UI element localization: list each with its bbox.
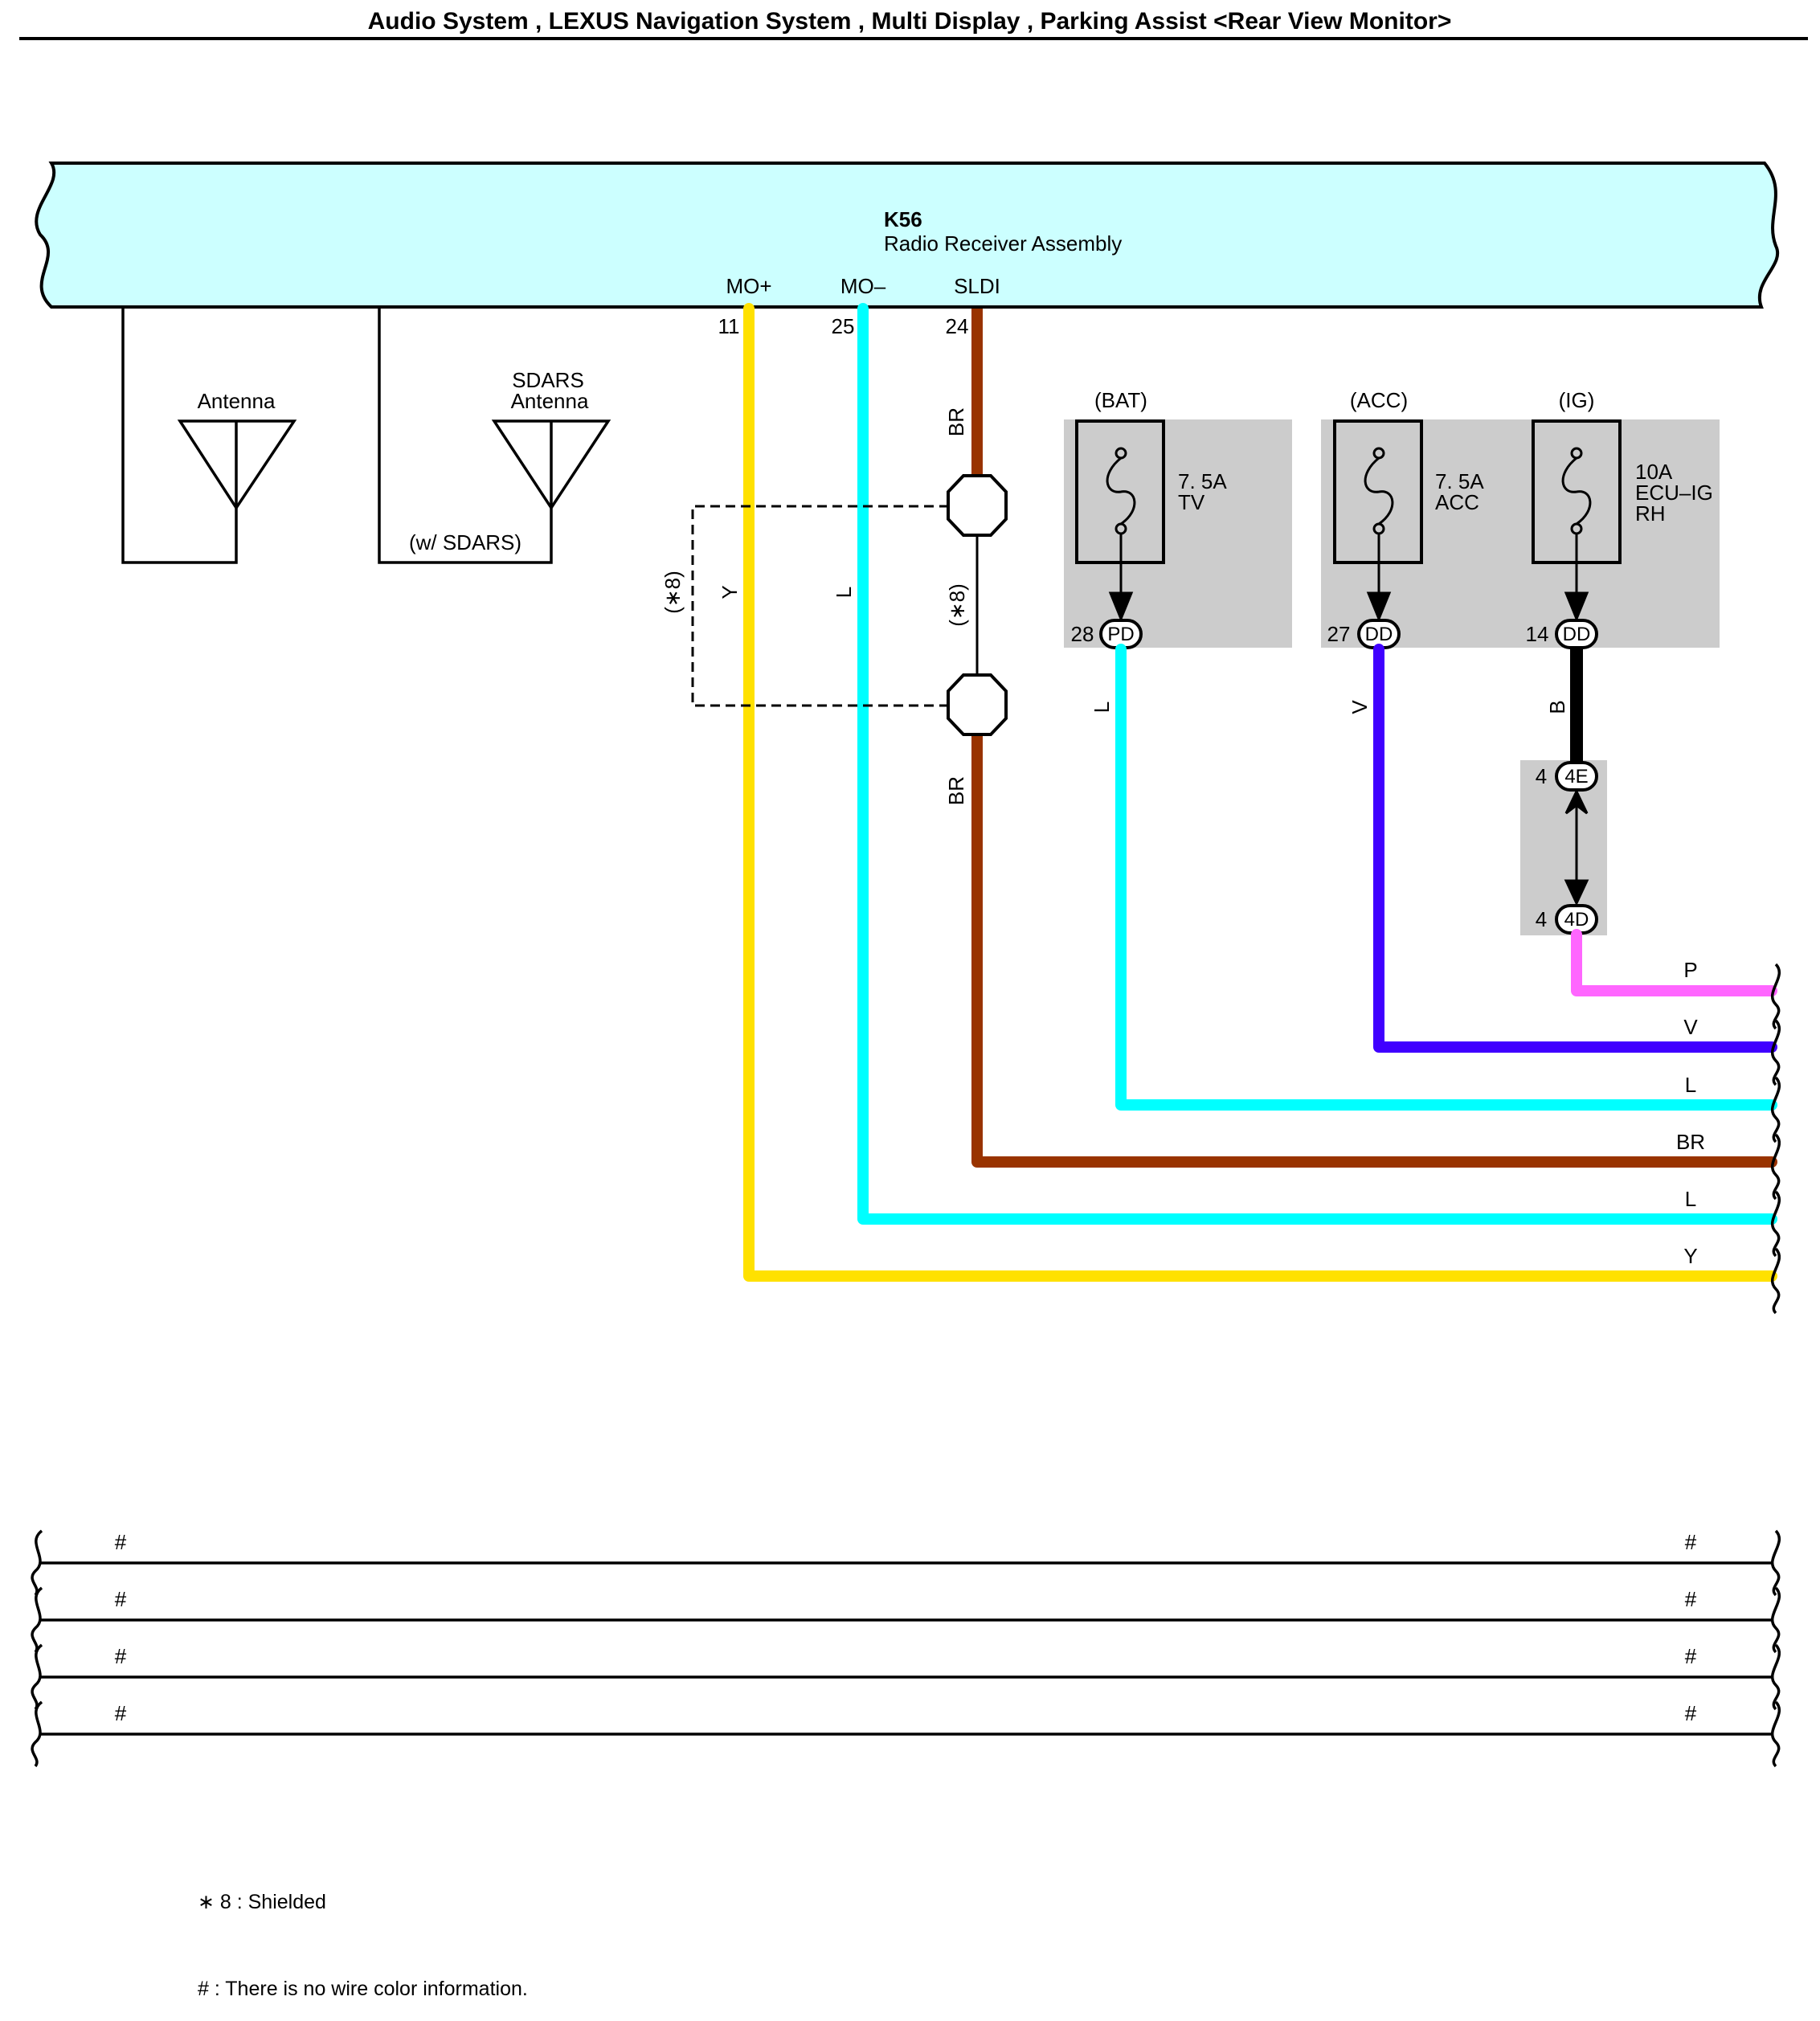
fuse-acc-name: ACC <box>1435 490 1479 514</box>
bottom-mark-r3: # <box>1685 1644 1697 1668</box>
bottom-lines <box>31 1529 1781 1768</box>
fuse-ig-element <box>1561 447 1592 535</box>
bottom-mark-l1: # <box>115 1530 127 1554</box>
connector-4e-label: 4E <box>1564 766 1588 788</box>
wire-label-tv: L <box>1090 702 1114 713</box>
connector-dd-acc-label: DD <box>1365 624 1393 645</box>
bottom-mark-r2: # <box>1685 1587 1697 1611</box>
note-shielded: ∗ 8 : Shielded <box>198 1891 326 1913</box>
junction-link <box>1564 788 1589 906</box>
fuse-box-acc-ig <box>1321 419 1720 648</box>
connector-dd-ig-label: DD <box>1563 624 1591 645</box>
bottom-mark-l3: # <box>115 1644 127 1668</box>
terminal-mo-plus: MO+ <box>726 274 771 298</box>
shield-joint-bottom <box>947 673 1008 736</box>
page-title: Audio System , LEXUS Navigation System ,… <box>368 8 1452 35</box>
shield-joint-top <box>947 474 1008 537</box>
pin-24: 24 <box>946 314 969 338</box>
sdars-label-1: SDARS <box>512 368 584 392</box>
wire-label-mo-plus: Y <box>718 585 742 599</box>
fuse-tv-name: TV <box>1178 490 1205 514</box>
wire-label-mo-minus: L <box>832 587 856 598</box>
right-label-br: BR <box>1676 1130 1705 1154</box>
fuse-leads <box>1108 534 1589 622</box>
bottom-mark-r1: # <box>1685 1530 1697 1554</box>
shield-mark-right: (∗8) <box>945 583 969 627</box>
wire-mo-plus <box>743 303 1777 1282</box>
wire-label-acc: V <box>1348 700 1372 714</box>
sdars-label-2: Antenna <box>511 389 589 413</box>
right-label-l2: L <box>1685 1187 1696 1211</box>
right-break-marks <box>1770 963 1781 1315</box>
fuse-source-bat: (BAT) <box>1094 388 1147 412</box>
fuse-source-acc: (ACC) <box>1350 388 1408 412</box>
fuse-ig-name-1: ECU–IG <box>1635 481 1713 505</box>
shield-mark-left: (∗8) <box>661 571 685 614</box>
terminal-sldi: SLDI <box>954 274 1000 298</box>
right-label-v: V <box>1683 1015 1698 1039</box>
pin-14: 14 <box>1526 622 1549 646</box>
sdars-condition: (w/ SDARS) <box>409 530 521 554</box>
radio-receiver-body <box>35 162 1780 309</box>
bottom-mark-l2: # <box>115 1587 127 1611</box>
pin-4d: 4 <box>1536 907 1547 931</box>
connector-pd-label: PD <box>1107 624 1134 645</box>
pin-27: 27 <box>1327 622 1351 646</box>
fuse-tv-rating: 7. 5A <box>1178 469 1227 493</box>
fuse-ig-rating: 10A <box>1635 460 1673 484</box>
wire-label-sldi-top: BR <box>944 407 968 436</box>
pin-4e: 4 <box>1536 764 1547 788</box>
component-name: Radio Receiver Assembly <box>884 231 1122 256</box>
bottom-mark-r4: # <box>1685 1701 1697 1725</box>
wire-tv-l <box>1115 644 1777 1111</box>
note-no-color: # : There is no wire color information. <box>198 1978 528 2000</box>
pin-11: 11 <box>718 314 740 338</box>
wire-mo-minus <box>857 303 1777 1225</box>
fuse-acc-rating: 7. 5A <box>1435 469 1484 493</box>
fuse-ig-name-2: RH <box>1635 501 1666 526</box>
fuse-box-bat <box>1064 419 1292 648</box>
right-label-l1: L <box>1685 1073 1696 1097</box>
connector-4d-label: 4D <box>1564 909 1589 931</box>
right-label-y: Y <box>1683 1244 1697 1268</box>
fuse-source-ig: (IG) <box>1559 388 1595 412</box>
pin-25: 25 <box>832 314 855 338</box>
terminal-mo-minus: MO– <box>840 274 886 298</box>
connector-dd-ig <box>1555 619 1598 649</box>
bottom-mark-l4: # <box>115 1701 127 1725</box>
component-code: K56 <box>884 207 922 231</box>
wire-acc-v <box>1373 644 1777 1053</box>
wire-label-sldi-bottom: BR <box>944 776 968 805</box>
fuse-tv-element <box>1106 447 1136 535</box>
antenna-label: Antenna <box>198 389 276 413</box>
wire-label-ig: B <box>1545 700 1569 714</box>
pin-28: 28 <box>1071 622 1094 646</box>
wire-sldi-bottom <box>971 724 1777 1168</box>
right-label-p: P <box>1683 958 1697 982</box>
wire-p <box>1571 929 1777 996</box>
shield-outline <box>691 505 949 707</box>
antenna <box>121 307 297 564</box>
sdars-antenna <box>378 307 611 564</box>
